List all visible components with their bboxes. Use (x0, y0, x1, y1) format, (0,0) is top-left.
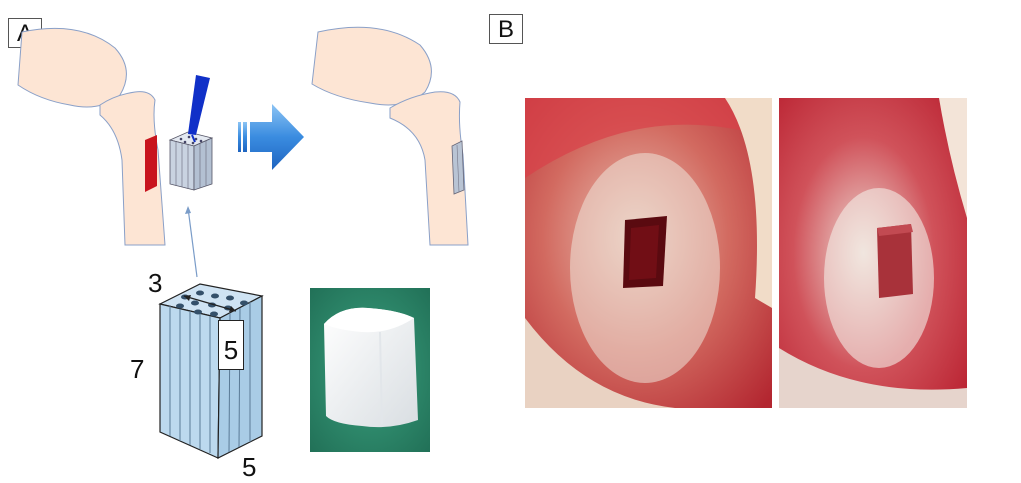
scaffold-photo (310, 288, 430, 452)
surgical-photo-defect (525, 98, 772, 408)
right-arrow-icon (238, 104, 304, 170)
bone-defect (145, 135, 157, 192)
dimension-face-label: 5 (218, 320, 244, 370)
scaffold-block-large (160, 284, 262, 458)
scaffold-cube-small (170, 132, 212, 190)
needle-icon (188, 75, 210, 142)
dimension-height-label: 7 (130, 354, 144, 385)
dimension-width-label: 5 (242, 452, 256, 483)
left-bone-upper (18, 28, 126, 107)
dimension-depth-label: 3 (148, 268, 162, 299)
connector-line (188, 208, 197, 277)
right-bone-upper (312, 27, 431, 105)
surgical-photo-implant (779, 98, 967, 408)
